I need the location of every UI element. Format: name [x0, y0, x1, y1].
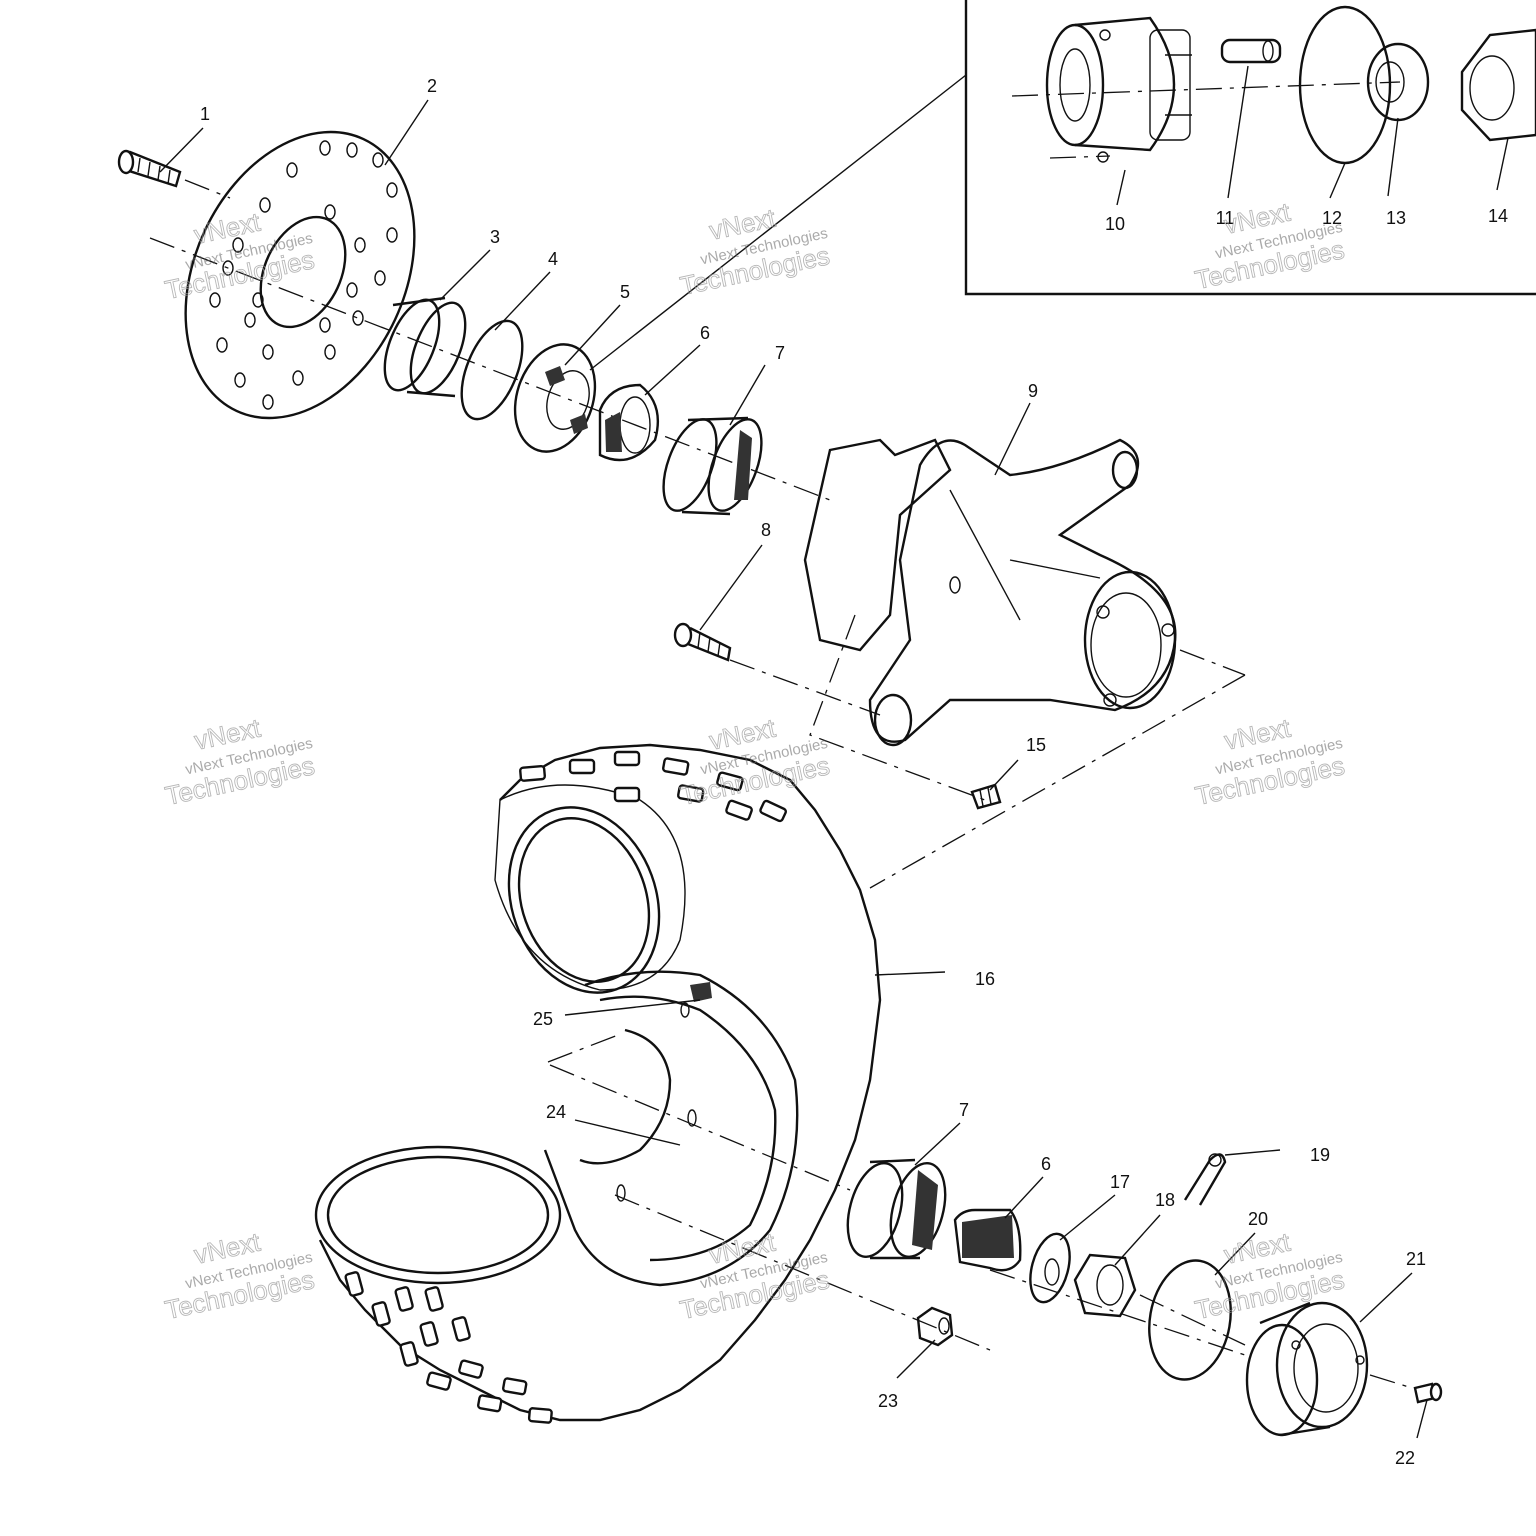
watermark-5: vNext Technologies vNext Technologies — [677, 712, 833, 811]
part-11-pin — [1220, 38, 1282, 64]
part-1-bolt — [117, 149, 231, 199]
callout-8: 8 — [761, 520, 771, 540]
inset-detail-box — [589, 0, 1536, 371]
part-18-castle-nut — [1073, 1253, 1137, 1318]
callout-20: 20 — [1248, 1209, 1268, 1229]
callout-17: 17 — [1110, 1172, 1130, 1192]
part-20-ring — [1148, 1259, 1232, 1381]
watermark-4: vNext Technologies vNext Technologies — [162, 712, 318, 811]
part-23-lug-nut — [916, 1306, 954, 1347]
callout-5: 5 — [620, 282, 630, 302]
callout-16: 16 — [975, 969, 995, 989]
callout-7b: 7 — [959, 1100, 969, 1120]
callout-24: 24 — [546, 1102, 566, 1122]
part-7-race-lower — [846, 1158, 947, 1260]
callout-14: 14 — [1488, 206, 1508, 226]
callout-25: 25 — [533, 1009, 553, 1029]
callout-6b: 6 — [1041, 1154, 1051, 1174]
callout-11: 11 — [1216, 208, 1235, 228]
leader-lines — [159, 99, 1428, 1439]
watermark-7: vNext Technologies vNext Technologies — [162, 1226, 318, 1325]
callout-23: 23 — [878, 1391, 898, 1411]
part-6-bearing-upper — [598, 383, 659, 462]
callout-9: 9 — [1028, 381, 1038, 401]
callout-7a: 7 — [775, 343, 785, 363]
part-21-hub-cap — [989, 1269, 1369, 1437]
watermark-9: vNext Technologies vNext Technologies — [1192, 1226, 1348, 1325]
callout-4: 4 — [548, 249, 558, 269]
part-15-grease-fitting — [970, 783, 1002, 810]
callout-21: 21 — [1406, 1249, 1426, 1269]
part-17-washer — [1029, 1232, 1071, 1304]
part-3-seal — [383, 296, 467, 398]
callout-22: 22 — [1395, 1448, 1415, 1468]
callout-19: 19 — [1310, 1145, 1330, 1165]
watermark-8: vNext Technologies vNext Technologies — [677, 1226, 833, 1325]
callout-labels: 1 2 3 4 5 6 7 8 9 10 11 12 13 14 15 16 1… — [200, 76, 1508, 1468]
part-7-race-upper — [662, 416, 763, 516]
callout-18: 18 — [1155, 1190, 1175, 1210]
part-6-bearing-lower — [953, 1208, 1022, 1272]
part-19-cotter-pin — [1183, 1153, 1227, 1206]
watermark-2: vNext Technologies vNext Technologies — [677, 202, 833, 301]
callout-2: 2 — [427, 76, 437, 96]
part-10-hub — [1045, 16, 1192, 163]
part-24-wheel — [543, 970, 991, 1351]
watermark-1: vNext Technologies vNext Technologies — [162, 206, 318, 305]
watermark-6: vNext Technologies vNext Technologies — [1192, 712, 1348, 811]
callout-15: 15 — [1026, 735, 1046, 755]
part-4-ring — [460, 319, 524, 421]
watermark-3: vNext Technologies vNext Technologies — [1192, 196, 1348, 295]
watermarks: vNext Technologies vNext Technologies vN… — [162, 196, 1348, 1325]
callout-1: 1 — [200, 104, 210, 124]
callout-6a: 6 — [700, 323, 710, 343]
part-5-bearing — [513, 343, 597, 453]
callout-12: 12 — [1322, 208, 1342, 228]
part-8-bolt — [673, 622, 881, 716]
part-2-brake-disc — [149, 130, 831, 501]
callout-10: 10 — [1105, 214, 1125, 234]
callout-13: 13 — [1386, 208, 1406, 228]
part-14-nut — [1460, 28, 1536, 142]
part-16-tire — [314, 743, 882, 1424]
part-22-screw — [1369, 1374, 1443, 1404]
callout-3: 3 — [490, 227, 500, 247]
part-9-knuckle — [803, 438, 1246, 747]
